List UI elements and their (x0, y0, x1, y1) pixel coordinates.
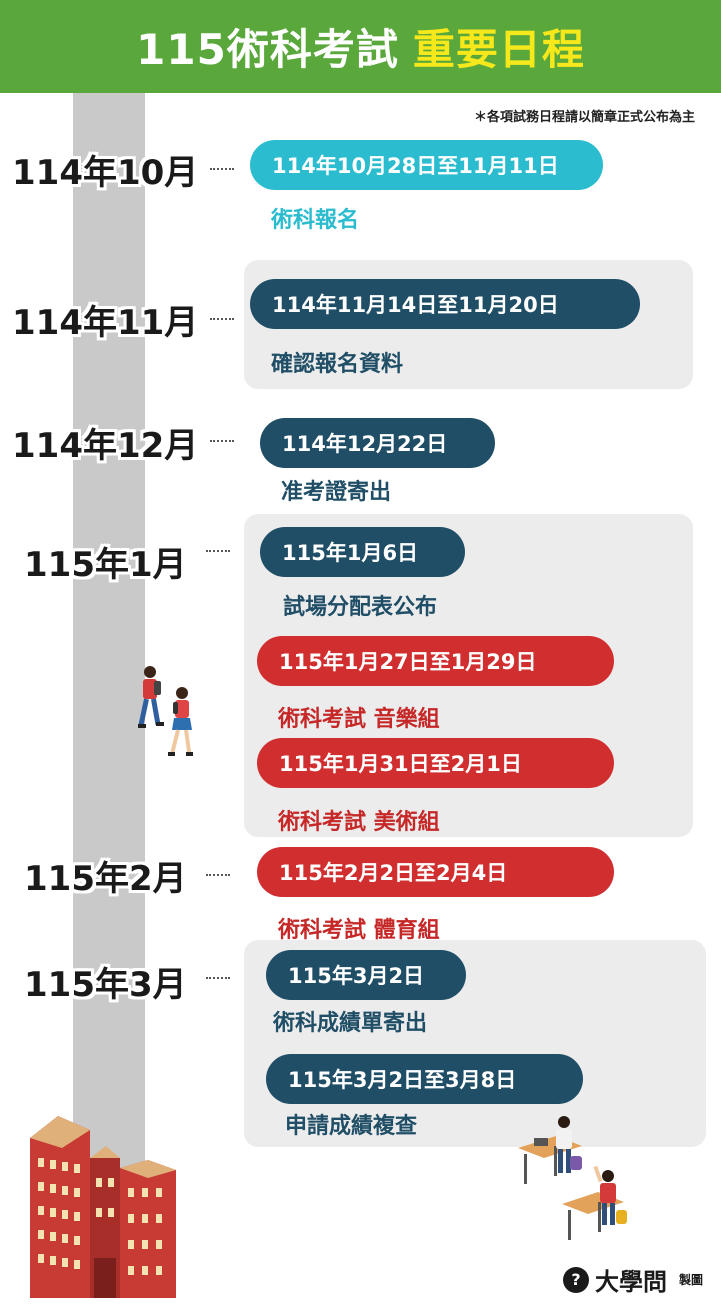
students-walking-illustration (138, 666, 193, 756)
event-date-pill: 114年12月22日 (260, 418, 495, 468)
event-label: 術科成績單寄出 (273, 1011, 428, 1036)
event-date-pill: 114年10月28日至11月11日 (250, 140, 603, 190)
dotted-connector (206, 874, 230, 876)
event-date-pill: 114年11月14日至11月20日 (250, 279, 640, 329)
page-header: 115術科考試 重要日程 (0, 0, 721, 93)
event-label: 申請成績複查 (285, 1114, 418, 1139)
event-date-pill: 115年3月2日至3月8日 (266, 1054, 583, 1104)
month-label-jan: 115年1月 (24, 545, 187, 585)
event-label: 准考證寄出 (281, 480, 392, 505)
dotted-connector (210, 168, 234, 170)
brand-name: 大學問 (594, 1268, 667, 1296)
timeline-bar (73, 93, 145, 1253)
title-highlight: 重要日程 (412, 25, 585, 74)
event-label: 試場分配表公布 (283, 595, 438, 620)
dotted-connector (206, 977, 230, 979)
dotted-connector (210, 440, 234, 442)
event-date-pill: 115年3月2日 (266, 950, 466, 1000)
month-label-dec: 114年12月 (12, 426, 199, 466)
event-date-pill: 115年1月6日 (260, 527, 465, 577)
brand-logo-icon: ? (562, 1266, 589, 1293)
event-label: 術科考試 音樂組 (278, 707, 440, 732)
disclaimer-note: ＊各項試務日程請以簡章正式公布為主 (473, 110, 695, 125)
title-main: 115術科考試 (136, 25, 399, 74)
event-label: 確認報名資料 (271, 352, 404, 377)
event-label: 術科報名 (271, 208, 360, 233)
event-date-pill: 115年1月27日至1月29日 (257, 636, 614, 686)
event-date-pill: 115年1月31日至2月1日 (257, 738, 614, 788)
month-label-feb: 115年2月 (24, 859, 187, 899)
event-label: 術科考試 體育組 (278, 918, 440, 943)
school-building-illustration (30, 1116, 176, 1298)
footer-brand: ? 大學問 製圖 (562, 1262, 703, 1297)
month-label-nov: 114年11月 (12, 303, 199, 343)
event-date-pill: 115年2月2日至2月4日 (257, 847, 614, 897)
made-by-label: 製圖 (678, 1273, 703, 1287)
dotted-connector (206, 550, 230, 552)
month-label-mar: 115年3月 (24, 965, 187, 1005)
month-label-oct: 114年10月 (12, 153, 199, 193)
students-at-desks-illustration (518, 1116, 627, 1240)
dotted-connector (210, 318, 234, 320)
event-label: 術科考試 美術組 (278, 810, 440, 835)
